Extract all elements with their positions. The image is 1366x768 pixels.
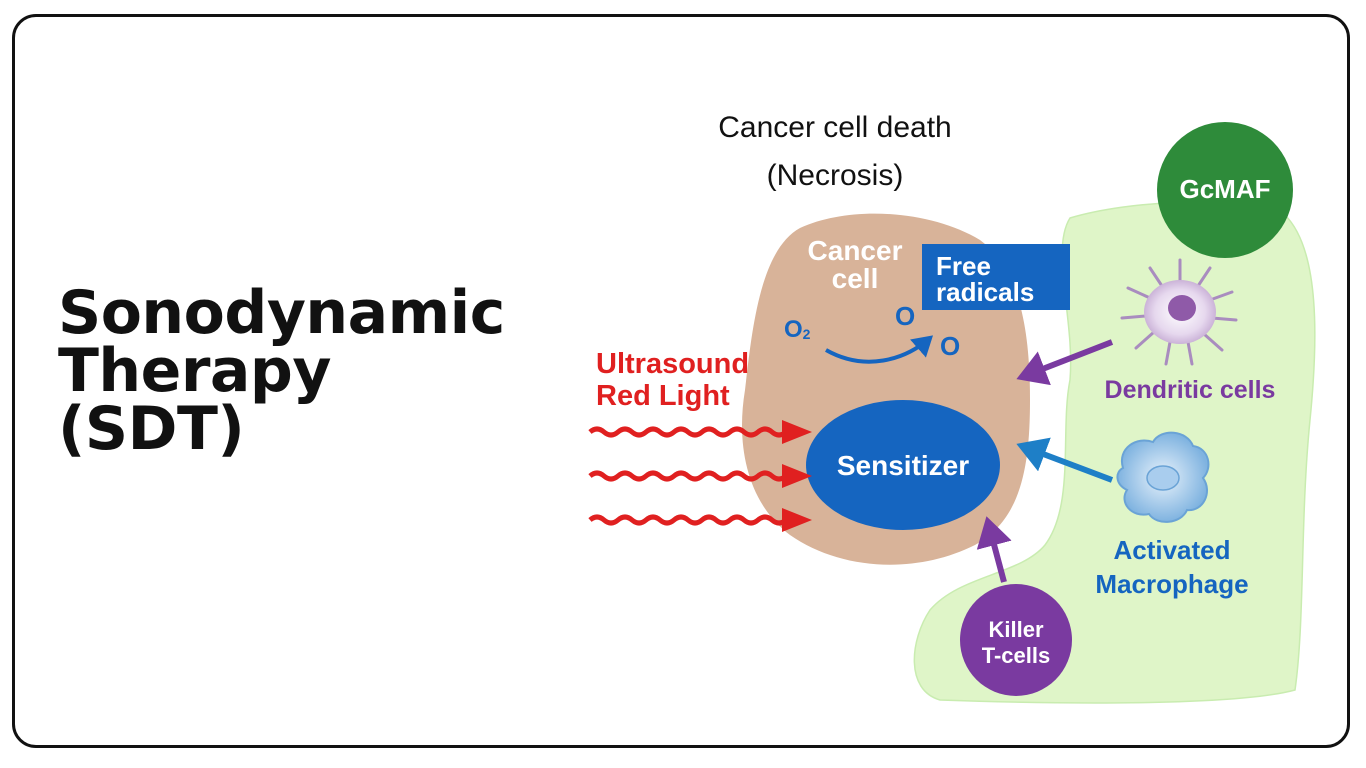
- slide-title: Sonodynamic Therapy (SDT): [58, 278, 505, 464]
- killer-t-cells-circle: [960, 584, 1072, 696]
- stimulus-label-line-1: Ultrasound: [596, 348, 749, 380]
- oxygen-radical-2: O: [940, 331, 960, 361]
- killer-t-cells-label-line-1: Killer: [988, 617, 1043, 642]
- title-line-2: Therapy: [58, 336, 331, 406]
- sensitizer-ellipse: [806, 400, 1000, 530]
- wave-arrow-3: [588, 508, 812, 532]
- reaction-arrow: [825, 335, 934, 364]
- immune-zone: [913, 201, 1316, 704]
- title-line-1: Sonodynamic: [58, 278, 505, 348]
- wave-arrow-2: [588, 464, 812, 488]
- diagram-heading-line-1: Cancer cell death: [718, 111, 951, 144]
- dendritic-arrow: [1016, 339, 1114, 386]
- stimulus-label-line-2: Red Light: [596, 380, 730, 412]
- dendritic-cells-label: Dendritic cells: [1105, 376, 1276, 404]
- free-radicals-box: [922, 244, 1070, 310]
- oxygen-radical-1: O: [895, 301, 915, 331]
- macrophage-label-line-1: Activated: [1113, 535, 1230, 565]
- free-radicals-label-line-2: radicals: [936, 277, 1034, 307]
- diagram-heading-line-2: (Necrosis): [767, 159, 904, 192]
- free-radicals-label-line-1: Free: [936, 251, 991, 281]
- title-line-3: (SDT): [58, 394, 245, 464]
- macrophage-arrow: [1016, 437, 1114, 483]
- killer-t-cells-arrow: [976, 516, 1012, 583]
- dendritic-cell-icon: [1120, 258, 1238, 366]
- gcmaf-circle: [1157, 122, 1293, 258]
- killer-t-cells-label-line-2: T-cells: [982, 643, 1050, 668]
- sensitizer-label: Sensitizer: [837, 450, 969, 481]
- oxygen-label: O2: [784, 316, 811, 343]
- cancer-cell-label-line-1: Cancer: [808, 235, 903, 266]
- cancer-cell-label-line-2: cell: [832, 263, 879, 294]
- macrophage-icon: [1116, 431, 1210, 523]
- gcmaf-label: GcMAF: [1180, 174, 1271, 204]
- wave-arrow-1: [588, 420, 812, 444]
- macrophage-label-line-2: Macrophage: [1095, 569, 1248, 599]
